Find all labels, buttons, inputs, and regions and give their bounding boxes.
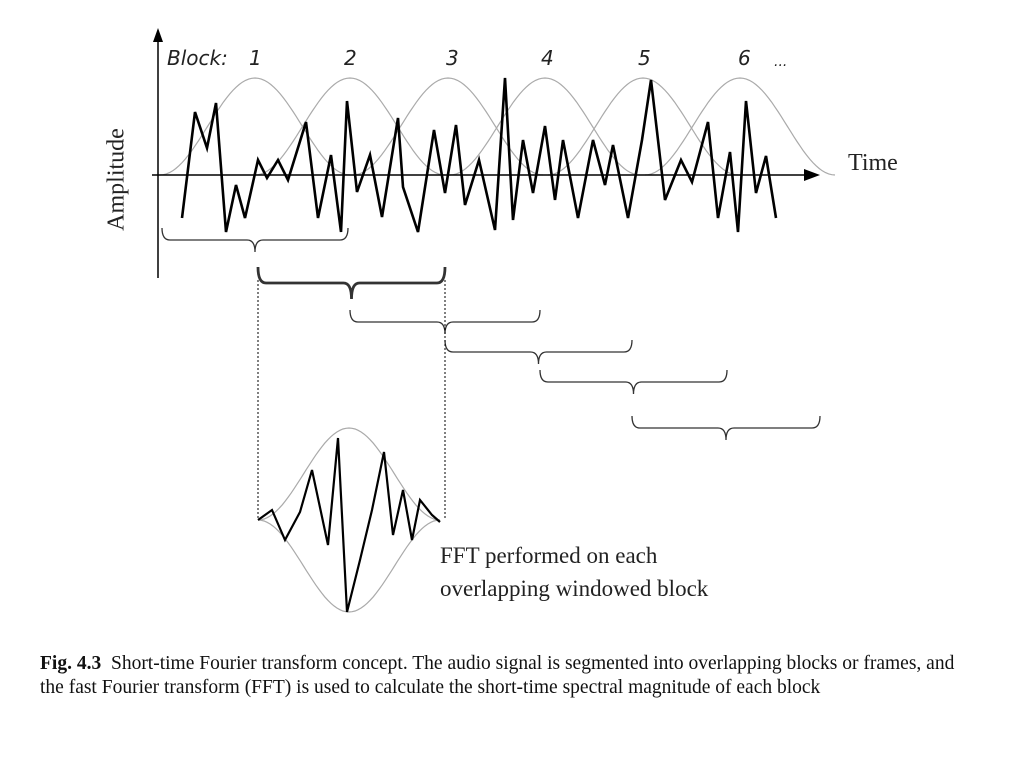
block-number-4: 4	[541, 46, 554, 70]
window-envelopes	[159, 77, 836, 176]
y-axis-label: Amplitude	[103, 128, 130, 231]
brace-block-4	[444, 339, 633, 365]
window-6	[644, 77, 836, 176]
envelope-upper	[257, 427, 441, 521]
figure-caption: Fig. 4.3 Short-time Fourier transform co…	[40, 652, 980, 700]
caption-label: Fig. 4.3	[40, 653, 102, 674]
windowed-block-envelope	[257, 427, 441, 613]
block-label: Block:	[167, 46, 228, 70]
x-axis-label: Time	[848, 150, 898, 176]
brace-block-5	[539, 369, 728, 395]
block-number-3: 3	[446, 46, 459, 70]
block-braces	[161, 227, 821, 441]
fft-note-line1: FFT performed on each	[440, 543, 658, 568]
brace-block-6	[631, 415, 821, 441]
window-3	[352, 77, 544, 176]
window-1	[159, 77, 351, 176]
block-ellipsis: ...	[774, 54, 788, 70]
window-5	[547, 77, 739, 176]
x-axis-arrow	[804, 169, 820, 181]
y-axis-arrow	[153, 28, 163, 42]
brace-block-1	[161, 227, 349, 253]
block-number-6: 6	[738, 46, 751, 70]
window-4	[449, 77, 641, 176]
block-number-5: 5	[638, 46, 651, 70]
block-number-1: 1	[249, 46, 262, 70]
block-number-2: 2	[344, 46, 357, 70]
window-2	[254, 77, 446, 176]
windowed-block-signal	[257, 437, 441, 613]
fft-note-line2: overlapping windowed block	[440, 576, 709, 601]
caption-text: Short-time Fourier transform concept. Th…	[40, 653, 955, 698]
audio-signal	[180, 77, 778, 233]
envelope-lower	[257, 519, 441, 613]
brace-block-2	[256, 266, 447, 300]
